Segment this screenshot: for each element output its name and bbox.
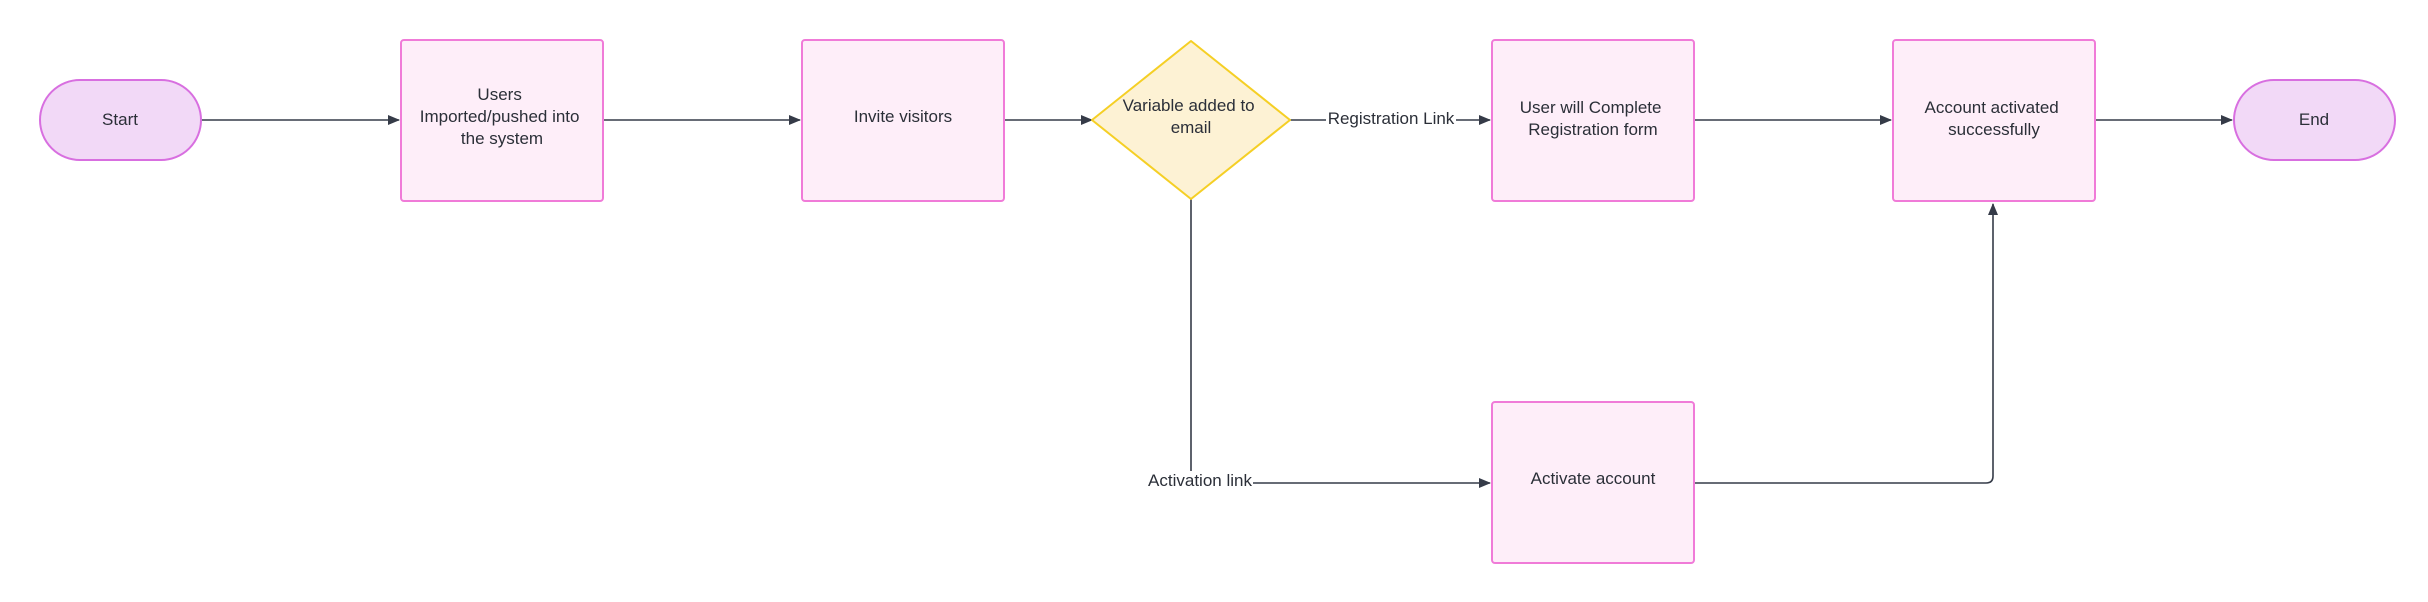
node-start[interactable]: Start	[39, 79, 202, 161]
start-terminal-shape	[39, 79, 202, 161]
complete-registration-label-line-2: Registration form	[1528, 120, 1657, 139]
complete-registration-label: User will Complete Registration form	[1520, 98, 1666, 139]
edge-label-activation-link: Activation link	[1148, 471, 1252, 490]
node-activate-account[interactable]: Activate account	[1491, 401, 1695, 564]
activate-account-label: Activate account	[1531, 469, 1656, 488]
complete-registration-process-shape	[1491, 39, 1695, 202]
end-terminal-shape	[2233, 79, 2396, 161]
users-imported-label: Users Imported/pushed into the system	[420, 85, 584, 148]
node-account-activated[interactable]: Account activated successfully	[1892, 39, 2096, 202]
variable-added-label: Variable added to email	[1123, 96, 1260, 137]
users-imported-label-line-1: Users	[477, 85, 521, 104]
node-variable-added-decision[interactable]: Variable added to email	[1091, 40, 1291, 200]
node-users-imported[interactable]: Users Imported/pushed into the system	[400, 39, 604, 202]
invite-visitors-label: Invite visitors	[854, 107, 952, 126]
start-label: Start	[102, 110, 138, 129]
end-label: End	[2299, 110, 2329, 129]
users-imported-label-line-2: Imported/pushed into	[420, 107, 580, 126]
account-activated-label: Account activated successfully	[1925, 98, 2064, 139]
invite-visitors-process-shape	[801, 39, 1005, 202]
users-imported-process-shape	[400, 39, 604, 202]
node-invite-visitors[interactable]: Invite visitors	[801, 39, 1005, 202]
variable-added-label-line-1: Variable added to	[1123, 96, 1255, 115]
account-activated-process-shape	[1892, 39, 2096, 202]
node-end[interactable]: End	[2233, 79, 2396, 161]
edge-label-registration-link: Registration Link	[1328, 109, 1455, 128]
node-complete-registration[interactable]: User will Complete Registration form	[1491, 39, 1695, 202]
users-imported-label-line-3: the system	[461, 129, 543, 148]
complete-registration-label-line-1: User will Complete	[1520, 98, 1662, 117]
account-activated-label-line-2: successfully	[1948, 120, 2040, 139]
variable-added-label-line-2: email	[1171, 118, 1212, 137]
variable-added-decision-shape	[1091, 40, 1291, 200]
activate-account-process-shape	[1491, 401, 1695, 564]
edges	[201, 115, 2233, 488]
account-activated-label-line-1: Account activated	[1925, 98, 2059, 117]
edge-activate-account-to-activated	[1694, 203, 1998, 484]
